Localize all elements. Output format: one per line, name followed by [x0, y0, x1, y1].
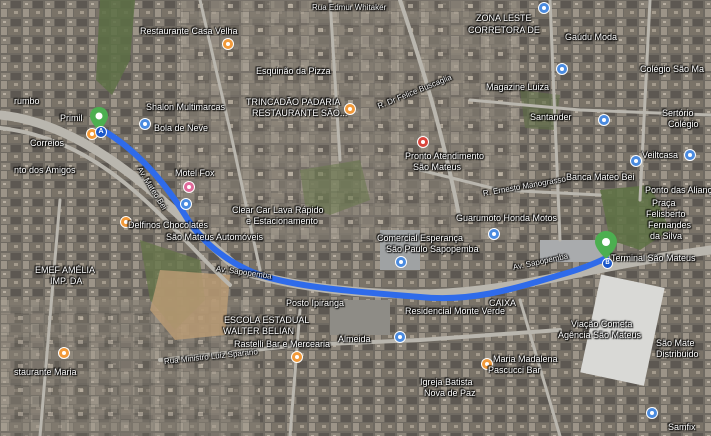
place-label[interactable]: Distribuido — [656, 349, 699, 359]
place-label[interactable]: da Silva — [650, 231, 683, 241]
place-label[interactable]: Agência São Mateus — [558, 330, 642, 340]
place-label[interactable]: Posto Ipiranga — [286, 298, 345, 308]
place-label[interactable]: Felisberto — [646, 209, 686, 219]
place-label[interactable]: Residencial Monte Verde — [405, 306, 506, 316]
place-label[interactable]: Nova de Paz — [424, 388, 476, 398]
place-label[interactable]: ESCOLA ESTADUAL — [224, 315, 310, 325]
place-label[interactable]: IMP. DA — [50, 276, 83, 286]
place-label[interactable]: Banca Mateo Bei — [566, 172, 635, 182]
place-label[interactable]: Fernandes — [648, 220, 692, 230]
shopping-icon[interactable] — [180, 198, 192, 210]
place-label[interactable]: EMEF AMÉLIA — [35, 265, 96, 275]
place-label[interactable]: Praça — [652, 198, 676, 208]
place-label[interactable]: São Mateus — [413, 162, 462, 172]
end-pin[interactable] — [594, 230, 618, 260]
restaurant-icon[interactable] — [120, 216, 132, 228]
shopping-icon[interactable] — [538, 2, 550, 14]
shopping-icon[interactable] — [684, 149, 696, 161]
place-label[interactable]: rumbo — [14, 96, 40, 106]
place-label[interactable]: Esquinão da Pizza — [256, 66, 331, 76]
place-label[interactable]: CORRETORA DE — [468, 25, 540, 35]
place-label[interactable]: Sertório — [662, 108, 694, 118]
place-label[interactable]: Primil — [60, 113, 83, 123]
place-label[interactable]: Viação Cometa — [571, 319, 633, 329]
place-label[interactable]: Maria Madalena — [493, 354, 558, 364]
route-line — [96, 125, 609, 302]
hotel-icon[interactable] — [183, 181, 195, 193]
place-label[interactable]: Bola de Neve — [154, 123, 209, 133]
shopping-icon[interactable] — [646, 407, 658, 419]
place-label[interactable]: nto dos Amigos — [14, 165, 76, 175]
shopping-icon[interactable] — [395, 256, 407, 268]
road-label: Rua Edmur Whitaker — [312, 3, 387, 12]
place-label[interactable]: Rastelli Bar e Mercearia — [234, 339, 331, 349]
place-label[interactable]: Motel Fox — [175, 168, 215, 178]
place-label[interactable]: Correios — [30, 138, 65, 148]
place-label[interactable]: São Paulo Sapopemba — [386, 244, 479, 254]
hospital-icon[interactable] — [417, 136, 429, 148]
place-label[interactable]: Pascucci Bar — [488, 365, 541, 375]
place-label[interactable]: São Mate — [656, 338, 695, 348]
shopping-icon[interactable] — [630, 155, 642, 167]
place-label[interactable]: Igreja Batista — [420, 377, 473, 387]
place-label[interactable]: Guarumoto Honda Motos — [456, 213, 558, 223]
place-label[interactable]: Pronto Atendimento — [405, 151, 485, 161]
place-label[interactable]: Comercial Esperança — [377, 233, 464, 243]
place-label[interactable]: Magazine Luiza — [486, 82, 550, 92]
place-label[interactable]: staurante Maria — [14, 367, 77, 377]
shopping-icon[interactable] — [139, 118, 151, 130]
place-label[interactable]: TRINCADÃO PADARIA — [246, 97, 341, 107]
restaurant-icon[interactable] — [344, 103, 356, 115]
place-label[interactable]: Ponto das Aliança — [645, 185, 711, 195]
shopping-icon[interactable] — [598, 114, 610, 126]
place-label[interactable]: São Mateus Automóveis — [166, 232, 264, 242]
place-label[interactable]: Delfinos Chocolates — [128, 220, 209, 230]
place-label[interactable]: Santander — [530, 112, 572, 122]
place-label[interactable]: Veiltcasa — [642, 150, 679, 160]
place-label[interactable]: WALTER BELIAN — [223, 326, 295, 336]
restaurant-icon[interactable] — [481, 358, 493, 370]
place-label[interactable]: e Estacionamento — [246, 216, 319, 226]
place-label[interactable]: CAIXA — [489, 298, 517, 308]
start-marker[interactable]: A — [95, 126, 107, 138]
restaurant-icon[interactable] — [58, 347, 70, 359]
place-label[interactable]: Colégio — [668, 119, 699, 129]
shopping-icon[interactable] — [556, 63, 568, 75]
place-label[interactable]: RESTAURANTE SÃO... — [252, 108, 348, 118]
place-label[interactable]: Gaúdu Moda — [565, 32, 618, 42]
place-label[interactable]: Shalon Multimarcas — [146, 102, 226, 112]
place-label[interactable]: Restaurante Casa Velha — [140, 26, 238, 36]
restaurant-icon[interactable] — [291, 351, 303, 363]
start-pin[interactable] — [89, 106, 109, 132]
place-label[interactable]: Samfix — [668, 422, 696, 432]
place-label[interactable]: Terminal São Mateus — [611, 253, 696, 263]
end-marker[interactable]: B — [602, 258, 613, 269]
place-label[interactable]: Colégio São Ma — [640, 64, 705, 74]
shopping-icon[interactable] — [394, 331, 406, 343]
restaurant-icon[interactable] — [222, 38, 234, 50]
shopping-icon[interactable] — [488, 228, 500, 240]
place-label[interactable]: Clear Car Lava Rápido — [232, 205, 324, 215]
place-label[interactable]: Almeida — [338, 334, 371, 344]
place-label[interactable]: ZONA LESTE — [476, 13, 532, 23]
